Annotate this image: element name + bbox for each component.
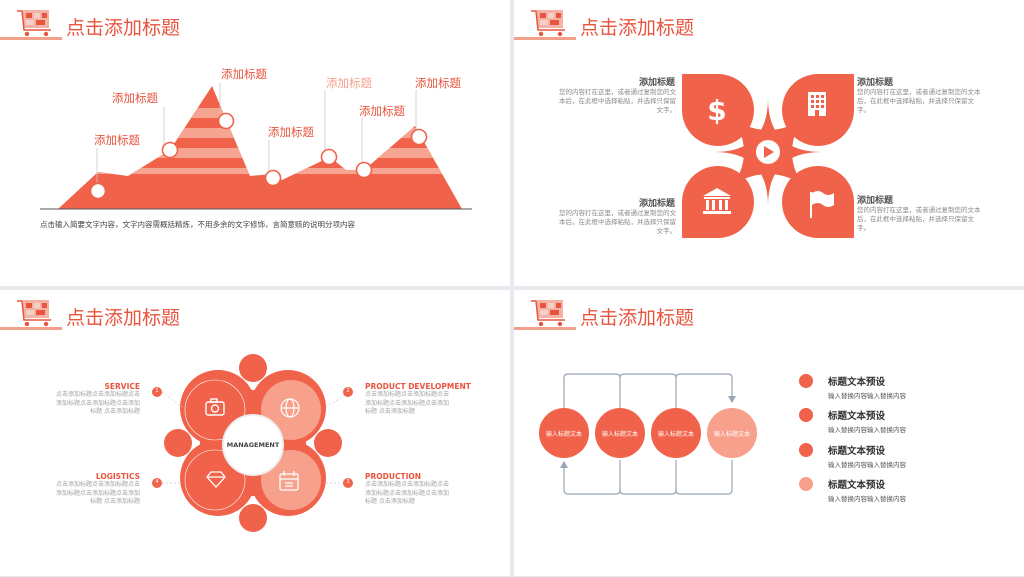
page-title[interactable]: 点击添加标题 <box>66 307 181 329</box>
legend-dot <box>799 408 813 422</box>
item-text[interactable]: 您的内容打在这里，或者通过复制您的文本后，在此框中选择粘贴，并选择只保留文字。 <box>559 88 676 114</box>
number-badge: 3 <box>346 479 350 485</box>
item-text[interactable]: 点击添加标题点击添加标题点击添加标题点击添加标题点击添加标题 点击添加标题 <box>56 391 141 415</box>
peak-marker <box>355 161 373 179</box>
item-heading[interactable]: 添加标题 <box>638 199 675 209</box>
item-heading[interactable]: 添加标题 <box>638 78 675 88</box>
slide-mountain-chart[interactable]: 点击添加标题 <box>0 0 510 286</box>
flow-circle <box>595 408 645 458</box>
petal-top-left <box>682 74 754 146</box>
flow-label[interactable]: 输入标题文本 <box>657 431 694 438</box>
slide-header: 点击添加标题 <box>514 0 1024 45</box>
item-heading[interactable]: 添加标题 <box>857 78 894 88</box>
peak-marker <box>410 128 428 146</box>
flow-label[interactable]: 输入标题文本 <box>545 431 582 438</box>
legend-heading[interactable]: 标题文本预设 <box>828 480 886 491</box>
slide-process-flow[interactable]: 点击添加标题 输入标题文本 输入标题文本 输入标题文本 输入标题文本 标题文本预… <box>514 290 1024 576</box>
item-text[interactable]: 您的内容打在这里，或者通过复制您的文本后，在此框中选择粘贴，并选择只保留文字。 <box>857 206 981 232</box>
flag-icon <box>810 191 834 218</box>
peak-label[interactable]: 添加标题 <box>221 67 267 81</box>
page-title[interactable]: 点击添加标题 <box>580 307 695 329</box>
peak-label[interactable]: 添加标题 <box>415 76 461 90</box>
peak-marker <box>161 141 179 159</box>
peak-label[interactable]: 添加标题 <box>268 125 314 139</box>
slide-header: 点击添加标题 <box>0 290 510 335</box>
peak-label[interactable]: 添加标题 <box>359 104 405 118</box>
diamond-icon <box>206 471 226 488</box>
flow-circle <box>707 408 757 458</box>
item-text[interactable]: 点击添加标题点击添加标题点击添加标题点击添加标题点击添加标题 点击添加标题 <box>56 481 141 505</box>
chart-caption[interactable]: 点击输入简要文字内容，文字内容需概括精炼，不用多余的文字修饰，言简意赅的说明分项… <box>40 220 355 229</box>
svg-text:$: $ <box>707 94 726 127</box>
slide-management-flower[interactable]: 点击添加标题 <box>0 290 510 576</box>
header-underline <box>0 327 62 330</box>
legend-heading[interactable]: 标题文本预设 <box>828 377 886 388</box>
legend-dot <box>799 443 813 457</box>
petal-diagram: $ <box>682 74 854 238</box>
item-text[interactable]: 您的内容打在这里，或者通过复制您的文本后，在此框中选择粘贴，并选择只保留文字。 <box>559 209 676 235</box>
item-text[interactable]: 点击添加标题点击添加标题点击添加标题点击添加标题点击添加标题 点击添加标题 <box>365 391 450 415</box>
shopping-cart-icon <box>17 10 51 37</box>
item-heading[interactable]: 添加标题 <box>857 196 894 206</box>
bank-icon <box>703 188 731 214</box>
management-flower <box>152 354 353 532</box>
legend-dot <box>799 374 813 388</box>
header-underline <box>0 37 62 40</box>
peak-label[interactable]: 添加标题 <box>112 91 158 105</box>
peak-label[interactable]: 添加标题 <box>94 133 140 147</box>
number-badge: 4 <box>155 479 159 485</box>
slide-header: 点击添加标题 <box>0 0 510 45</box>
header-underline <box>514 37 576 40</box>
camera-icon <box>205 398 225 416</box>
legend-sub[interactable]: 输入替换内容输入替换内容 <box>828 495 906 503</box>
flow-label[interactable]: 输入标题文本 <box>601 431 638 438</box>
shopping-cart-icon <box>531 300 565 327</box>
peak-marker <box>89 182 107 200</box>
globe-icon <box>280 398 300 418</box>
building-icon <box>808 92 826 116</box>
peak-label[interactable]: 添加标题 <box>326 76 372 90</box>
center-label[interactable]: MANAGEMENT <box>226 441 280 449</box>
peak-marker <box>217 112 235 130</box>
peak-marker <box>320 148 338 166</box>
legend-sub[interactable]: 输入替换内容输入替换内容 <box>828 426 906 434</box>
mountain-chart <box>40 83 472 210</box>
item-text[interactable]: 点击添加标题点击添加标题点击添加标题点击添加标题点击添加标题 点击添加标题 <box>365 481 450 505</box>
page-title[interactable]: 点击添加标题 <box>66 17 181 39</box>
item-heading[interactable]: PRODUCT DEVELOPMENT <box>365 382 471 391</box>
shopping-cart-icon <box>531 10 565 37</box>
item-heading[interactable]: PRODUCTION <box>365 472 422 481</box>
flow-circle <box>651 408 701 458</box>
shopping-cart-icon <box>17 300 51 327</box>
number-badge: 1 <box>155 388 159 394</box>
legend-sub[interactable]: 输入替换内容输入替换内容 <box>828 392 906 400</box>
item-heading[interactable]: SERVICE <box>104 382 140 391</box>
header-underline <box>514 327 576 330</box>
legend-dot <box>799 477 813 491</box>
legend-heading[interactable]: 标题文本预设 <box>828 411 886 422</box>
legend-heading[interactable]: 标题文本预设 <box>828 446 886 457</box>
number-badge: 2 <box>346 388 350 394</box>
petal-bottom-left <box>682 166 754 238</box>
dollar-icon: $ <box>707 94 726 127</box>
process-flow <box>539 373 813 495</box>
slide-four-petal[interactable]: 点击添加标题 $ <box>514 0 1024 286</box>
item-heading[interactable]: LOGISTICS <box>95 472 140 481</box>
slide-header: 点击添加标题 <box>514 290 1024 335</box>
item-text[interactable]: 您的内容打在这里，或者通过复制您的文本后，在此框中选择粘贴，并选择只保留文字。 <box>857 88 981 114</box>
legend-sub[interactable]: 输入替换内容输入替换内容 <box>828 461 906 469</box>
flow-circle <box>539 408 589 458</box>
calendar-icon <box>279 471 299 491</box>
flow-label[interactable]: 输入标题文本 <box>713 431 750 438</box>
page-title[interactable]: 点击添加标题 <box>580 17 695 39</box>
peak-marker <box>264 169 282 187</box>
